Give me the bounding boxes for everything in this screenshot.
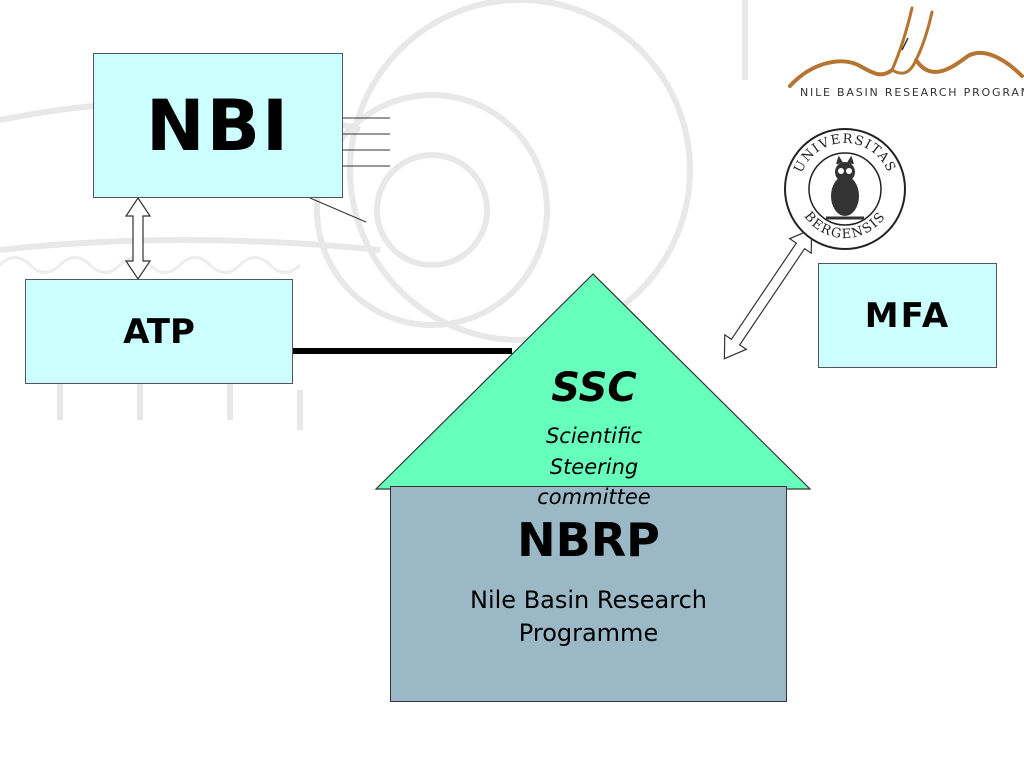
mfa-label: MFA	[864, 295, 951, 336]
nbrp-subtitle-line: Programme	[518, 619, 659, 647]
mfa-box: MFA	[818, 263, 997, 368]
nbi-box: NBI	[93, 53, 343, 198]
nbrp-subtitle-line: Nile Basin Research	[470, 586, 707, 614]
nbi-atp-double-arrow	[124, 196, 152, 281]
ssc-subtitle-line: Scientific	[545, 424, 643, 448]
university-of-bergen-seal-icon: UNIVERSITAS BERGENSIS	[784, 128, 906, 250]
nbrp-subtitle: Nile Basin Research Programme	[390, 584, 787, 650]
nbrp-label: NBRP	[517, 513, 660, 567]
nbi-diagonal-line	[309, 197, 367, 223]
atp-box: ATP	[25, 279, 293, 384]
nbi-label: NBI	[146, 84, 290, 167]
ssc-subtitle: Scientific Steering committee	[494, 421, 694, 513]
nile-river-logo-icon	[788, 6, 1024, 88]
ssc-subtitle-line: Steering	[549, 454, 639, 479]
nbrp-house	[390, 486, 787, 702]
atp-label: ATP	[123, 311, 195, 352]
owl-icon	[826, 155, 864, 220]
ssc-label: SSC	[551, 365, 637, 411]
ssc-subtitle-line: committee	[537, 485, 651, 509]
programme-logo-caption: NILE BASIN RESEARCH PROGRAMME	[800, 86, 1024, 99]
